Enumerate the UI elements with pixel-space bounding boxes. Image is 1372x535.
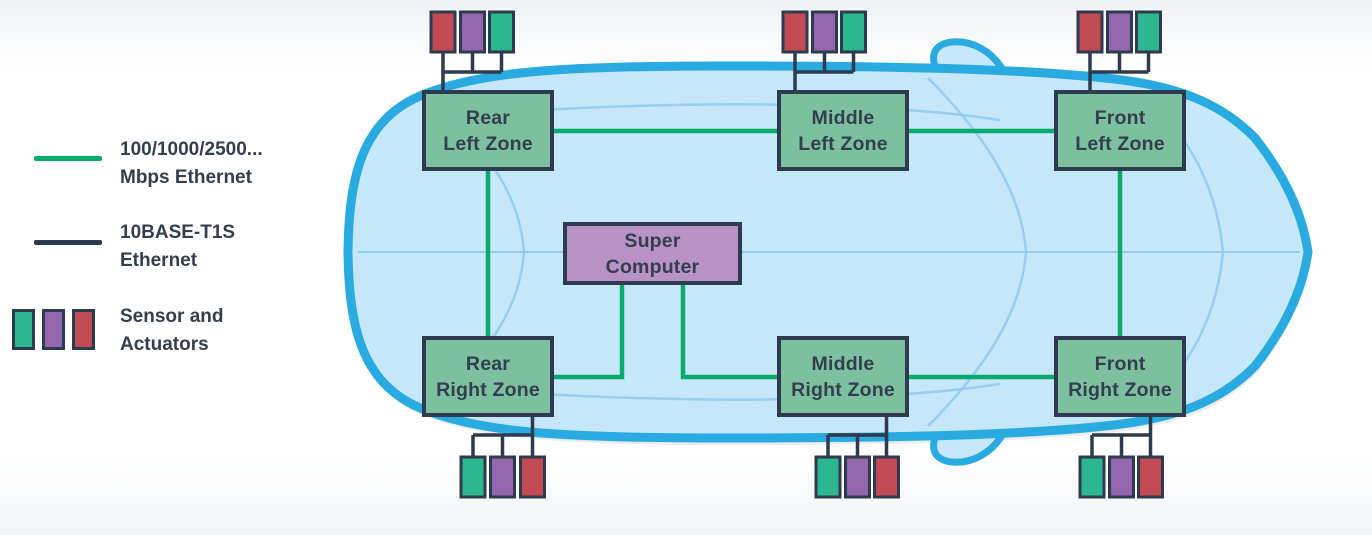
sensor-box-purple bbox=[844, 455, 871, 499]
zone-box-rear-left: Rear Left Zone bbox=[422, 90, 554, 171]
zone-label: Front bbox=[1094, 106, 1146, 129]
sensor-box-purple bbox=[1106, 10, 1133, 54]
sensor-box-red bbox=[1137, 455, 1164, 499]
t1s-bus-middle-left bbox=[793, 52, 856, 90]
zone-label: Middle bbox=[811, 352, 875, 375]
sensor-box-red bbox=[519, 455, 546, 499]
sensor-swatch-purple bbox=[42, 309, 65, 350]
t1s-bus-rear-left bbox=[441, 52, 504, 90]
zone-label: Rear bbox=[465, 106, 511, 129]
zone-box-front-left: Front Left Zone bbox=[1054, 90, 1186, 171]
sensor-box-purple bbox=[811, 10, 838, 54]
sensor-box-green bbox=[459, 455, 487, 499]
t1s-bus-middle-right bbox=[826, 415, 889, 457]
t1s-bus-front-right bbox=[1090, 415, 1153, 457]
zone-label: Front bbox=[1094, 352, 1146, 375]
sensor-box-green bbox=[840, 10, 867, 54]
sensor-swatch-green bbox=[12, 309, 35, 350]
fast-ethernet-line-swatch bbox=[34, 156, 102, 161]
sensor-box-red bbox=[1076, 10, 1104, 54]
legend-label-sensors: Sensor and Actuators bbox=[120, 303, 223, 359]
sensor-box-green bbox=[1135, 10, 1162, 54]
car-windshield-line bbox=[927, 77, 1028, 427]
legend-label-t1s-ethernet: 10BASE-T1S Ethernet bbox=[120, 219, 235, 275]
fast-link-rearright-supercomputer bbox=[554, 285, 625, 380]
t1s-ethernet-line-swatch bbox=[34, 240, 102, 245]
zone-label: Left Zone bbox=[1075, 132, 1165, 155]
sensor-box-green bbox=[1078, 455, 1106, 499]
legend-label-fast-ethernet: 100/1000/2500... Mbps Ethernet bbox=[120, 136, 263, 192]
zone-box-front-right: Front Right Zone bbox=[1054, 336, 1186, 417]
sensor-box-purple bbox=[489, 455, 516, 499]
zone-label: Middle bbox=[811, 106, 875, 129]
super-computer-label: Super bbox=[624, 229, 681, 252]
sensor-swatch-red bbox=[72, 309, 95, 350]
sensor-box-red bbox=[429, 10, 457, 54]
legend-label-line: Ethernet bbox=[120, 250, 198, 271]
legend-label-line: Mbps Ethernet bbox=[120, 167, 252, 188]
sensor-box-purple bbox=[459, 10, 486, 54]
zone-label: Right Zone bbox=[436, 378, 540, 401]
super-computer-box: Super Computer bbox=[563, 222, 742, 285]
sensor-box-green bbox=[488, 10, 515, 54]
zone-label: Rear bbox=[465, 352, 511, 375]
zone-label: Left Zone bbox=[798, 132, 888, 155]
legend-label-line: Actuators bbox=[120, 334, 209, 355]
super-computer-label: Computer bbox=[605, 255, 700, 278]
t1s-bus-front-left bbox=[1088, 52, 1151, 90]
zone-label: Right Zone bbox=[791, 378, 895, 401]
sensor-box-red bbox=[781, 10, 809, 54]
zone-box-middle-right: Middle Right Zone bbox=[777, 336, 909, 417]
t1s-bus-rear-right bbox=[471, 415, 535, 457]
legend-label-line: 10BASE-T1S bbox=[120, 222, 236, 243]
zone-box-rear-right: Rear Right Zone bbox=[422, 336, 554, 417]
zone-label: Left Zone bbox=[443, 132, 533, 155]
legend-label-line: Sensor and bbox=[120, 306, 224, 327]
zone-box-middle-left: Middle Left Zone bbox=[777, 90, 909, 171]
sensor-box-green bbox=[814, 455, 842, 499]
sensor-box-purple bbox=[1108, 455, 1135, 499]
fast-link-supercomputer-middleright bbox=[680, 285, 777, 380]
sensor-box-red bbox=[873, 455, 900, 499]
legend-label-line: 100/1000/2500... bbox=[120, 139, 263, 160]
zone-label: Right Zone bbox=[1068, 378, 1172, 401]
